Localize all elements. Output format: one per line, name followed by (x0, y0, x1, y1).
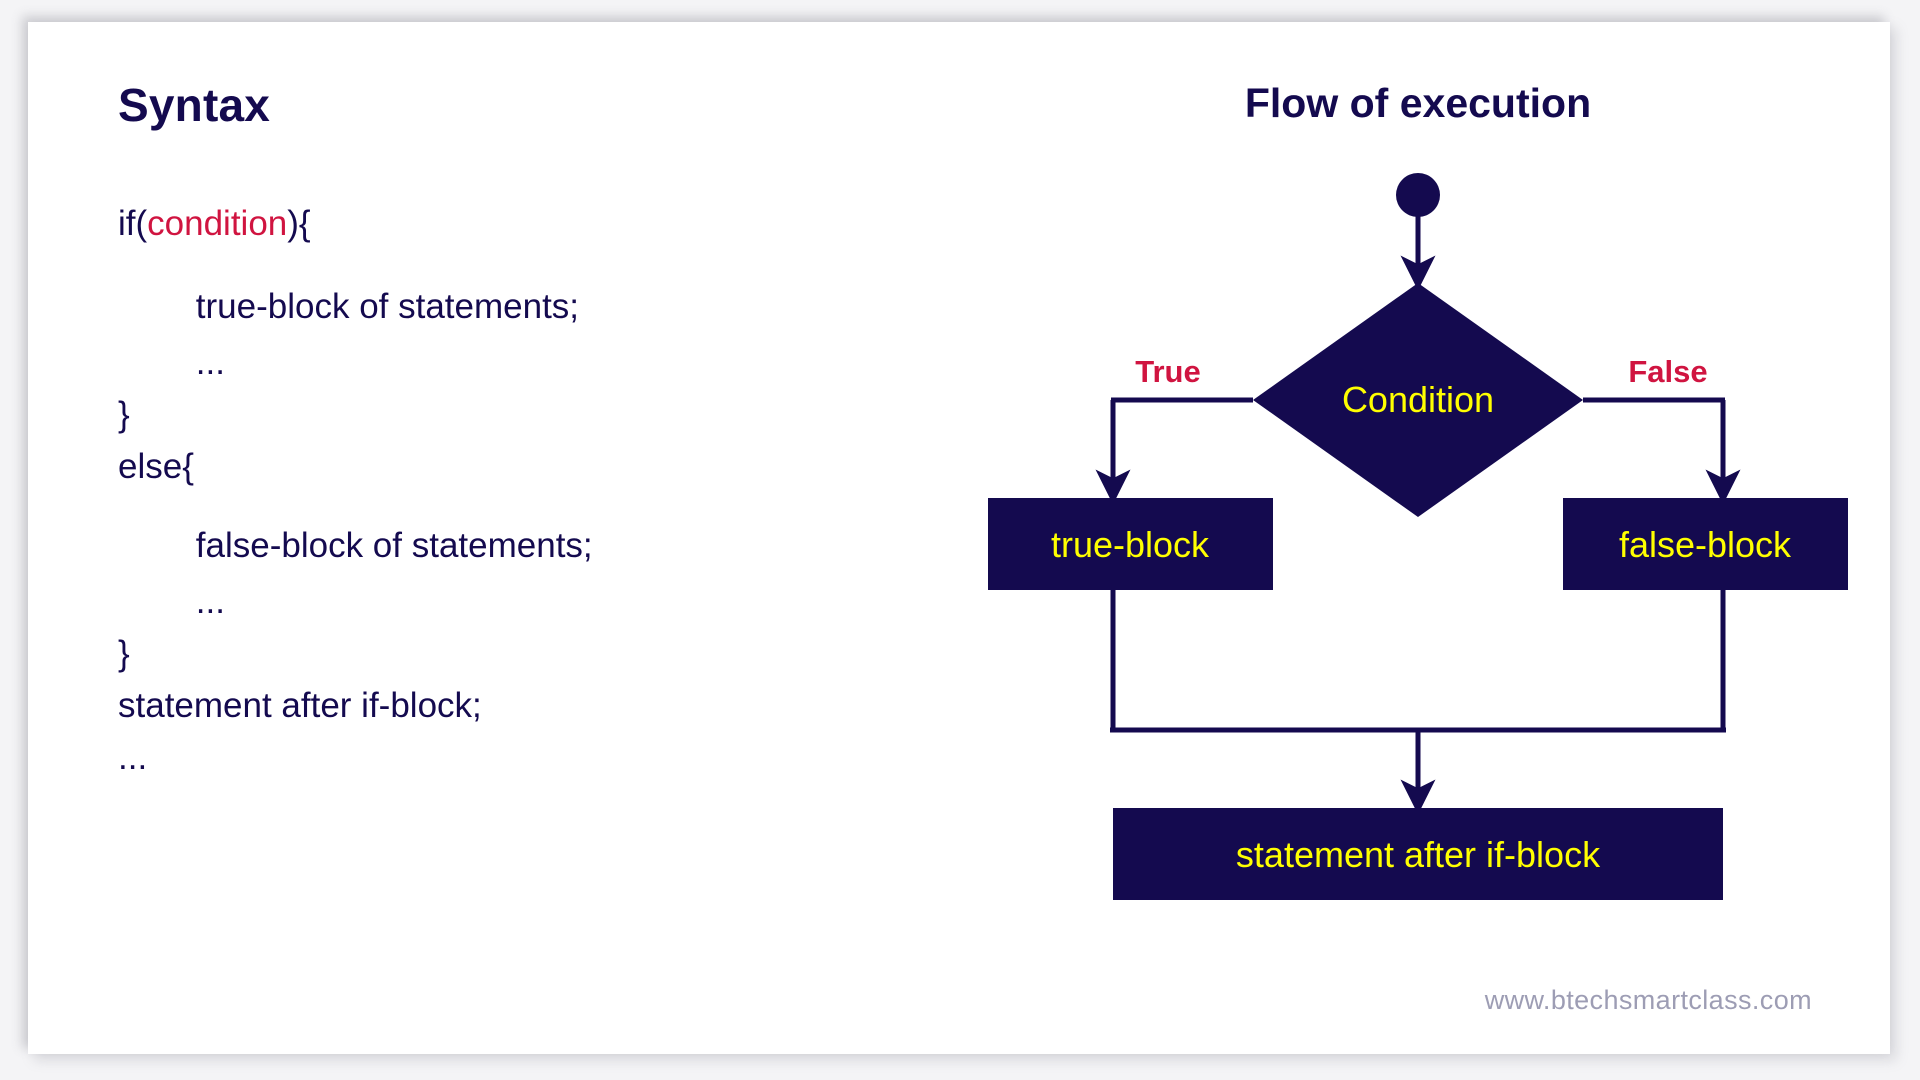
code-line-true-block: true-block of statements; (118, 286, 580, 326)
condition-diamond (1253, 283, 1583, 517)
code-line-if: if(condition){ (118, 193, 918, 254)
code-line-false-block: false-block of statements; (118, 525, 593, 565)
flowchart-title: Flow of execution (1244, 80, 1592, 126)
flowchart-svg: Condition True False true-block false-bl… (988, 173, 1848, 900)
watermark: www.btechsmartclass.com (1484, 985, 1812, 1015)
code-line-false-ellipsis: ... (118, 582, 225, 622)
statement-after-if-box (1113, 808, 1723, 900)
flowchart-panel: Flow of execution Condition True (988, 80, 1848, 1020)
code-if-keyword: if( (118, 203, 148, 243)
branch-label-true: True (1135, 354, 1200, 389)
slide-card: Syntax if(condition){ true-block of stat… (28, 22, 1890, 1054)
syntax-heading: Syntax (118, 79, 271, 131)
code-line-else: else{ (118, 447, 194, 487)
syntax-code-block: if(condition){ true-block of statements;… (118, 193, 918, 784)
branch-label-false: False (1628, 354, 1707, 389)
condition-label: Condition (1342, 379, 1494, 420)
start-dot-icon (1396, 173, 1440, 217)
code-condition-token: condition (147, 203, 288, 243)
code-line-close-else: } (118, 634, 130, 674)
false-block-label: false-block (1619, 524, 1792, 565)
statement-after-if-label: statement after if-block (1236, 834, 1601, 875)
false-block-box (1563, 498, 1848, 590)
code-line-after-if: statement after if-block; (118, 686, 482, 726)
code-line-close-if: } (118, 395, 130, 435)
true-block-label: true-block (1051, 524, 1210, 565)
code-if-brace: ){ (287, 203, 311, 243)
code-line-true-ellipsis: ... (118, 343, 225, 383)
syntax-panel: Syntax if(condition){ true-block of stat… (118, 80, 918, 784)
true-block-box (988, 498, 1273, 590)
code-line-trailing-ellipsis: ... (118, 738, 148, 778)
